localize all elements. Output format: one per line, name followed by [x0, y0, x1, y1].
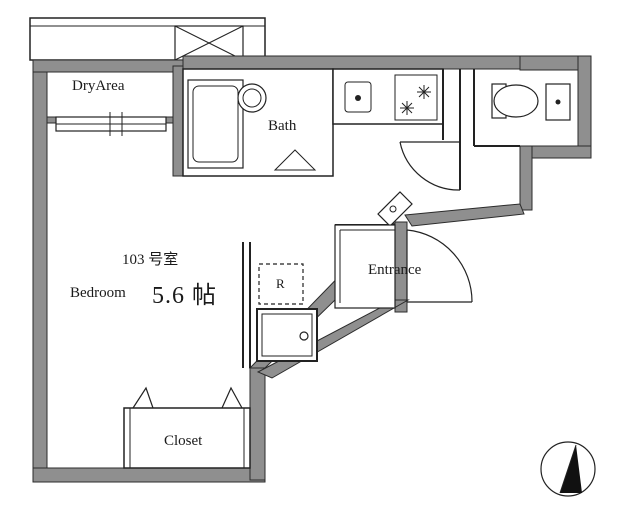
- fridge-label: R: [276, 276, 285, 291]
- entrance: [334, 224, 396, 309]
- north-arrow-icon: [540, 441, 596, 497]
- closet-label: Closet: [164, 433, 203, 449]
- fridge-space: [258, 263, 304, 305]
- dry-area-label: DryArea: [72, 78, 125, 94]
- washing-machine-icon: [256, 308, 318, 362]
- dry-area-window: [55, 112, 167, 136]
- entrance-label: Entrance: [368, 262, 422, 278]
- snowflake-burner-icon: [400, 85, 431, 115]
- toilet-icon: [491, 83, 539, 119]
- toilet-door: [399, 141, 461, 191]
- bedroom-label: Bedroom: [70, 285, 126, 301]
- kitchen: [332, 68, 444, 125]
- closet: [123, 386, 251, 469]
- entrance-door: [406, 229, 473, 303]
- bedroom-size-label: 5.6 帖: [152, 283, 217, 309]
- bath-room: [182, 68, 334, 177]
- balcony: [29, 17, 266, 61]
- sink-icon: [545, 83, 571, 121]
- bath-label: Bath: [268, 118, 297, 134]
- unit-number-label: 103 号室: [122, 252, 179, 268]
- shoe-cabinet: [377, 191, 413, 227]
